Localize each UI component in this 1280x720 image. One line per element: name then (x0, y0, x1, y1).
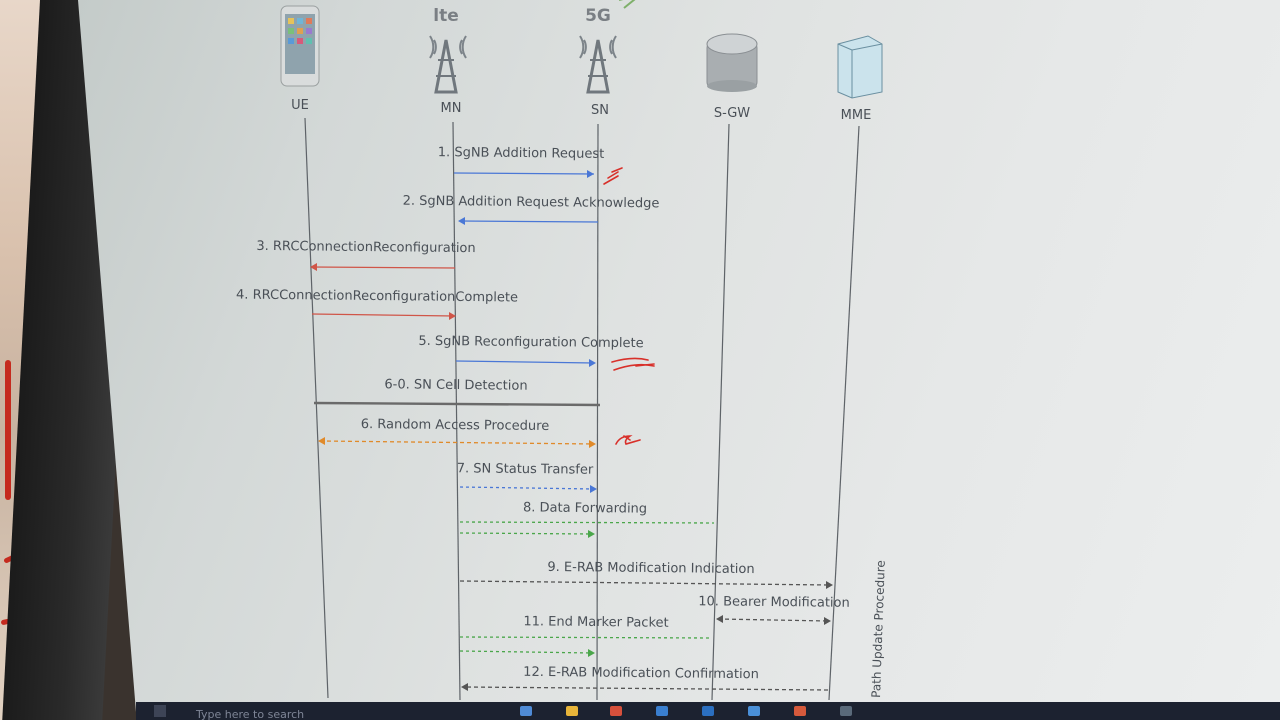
message-arrows (310, 170, 833, 691)
app-icon[interactable] (656, 706, 668, 716)
arrowhead (716, 615, 723, 623)
app-icon[interactable] (794, 706, 806, 716)
handwritten-mark (611, 357, 655, 371)
arrowhead (587, 170, 594, 178)
lifeline-mme (828, 125, 860, 701)
server-icon (837, 35, 883, 99)
arrow-8b (459, 532, 593, 535)
arrow-6 (319, 440, 595, 445)
arrowhead (589, 440, 596, 448)
red-cable (5, 360, 11, 500)
arrowhead (590, 485, 597, 493)
arrow-7 (459, 486, 595, 490)
path-update-label: Path Update Procedure (869, 560, 888, 698)
message-label: 6. Random Access Procedure (361, 417, 550, 434)
arrow-2 (459, 220, 599, 223)
message-label: 4. RRCConnectionReconfigurationComplete (236, 288, 518, 306)
arrowhead (449, 312, 456, 320)
message-label: 5. SgNB Reconfiguration Complete (418, 334, 643, 351)
arrowhead (588, 530, 595, 538)
cell-tower-icon: lte (429, 6, 467, 94)
handwritten-mark (615, 435, 641, 445)
node-label-ue: UE (291, 98, 309, 113)
message-label: 8. Data Forwarding (523, 500, 647, 516)
monitor-screen (78, 0, 1280, 712)
app-icon[interactable] (702, 706, 714, 716)
cell-tower-icon: 5G (579, 0, 636, 94)
arrow-3 (311, 266, 456, 269)
lifelines (304, 117, 860, 701)
message-label: 1. SgNB Addition Request (438, 145, 605, 162)
lifeline-ue (304, 117, 329, 699)
arrow-10 (717, 618, 829, 622)
app-icon[interactable] (840, 706, 852, 716)
arrow-5 (455, 360, 595, 364)
arrow-4 (311, 313, 455, 317)
phone-icon (280, 5, 320, 87)
arrow-6-0 (313, 401, 601, 407)
message-label: 7. SN Status Transfer (457, 461, 594, 477)
lifeline-mn (452, 121, 461, 701)
arrowhead (461, 683, 468, 691)
node-label-sn: SN (591, 103, 609, 118)
taskbar-search[interactable]: Type here to search (196, 708, 305, 720)
arrowhead (824, 617, 831, 625)
arrowhead (588, 649, 595, 657)
windows-taskbar: Type here to search (136, 702, 1280, 720)
message-label: 10. Bearer Modification (698, 594, 850, 611)
arrow-1 (453, 172, 595, 175)
5g-logo: 5G (585, 6, 611, 26)
arrowhead (589, 359, 596, 367)
arrow-11a (459, 636, 713, 639)
node-label-sgw: S-GW (714, 106, 750, 121)
start-icon[interactable] (154, 705, 166, 717)
arrow-11b (459, 650, 593, 654)
folder-icon[interactable] (566, 706, 578, 716)
message-label: 3. RRCConnectionReconfiguration (256, 239, 475, 256)
app-icon[interactable] (520, 706, 532, 716)
message-labels: 1. SgNB Addition Request 2. SgNB Additio… (236, 145, 850, 682)
message-label: 6-0. SN Cell Detection (384, 377, 527, 393)
arrow-12 (463, 686, 829, 691)
lifeline-sn (596, 123, 599, 701)
arrowhead (458, 217, 465, 225)
node-label-mn: MN (441, 101, 462, 116)
arrow-9 (459, 580, 831, 586)
message-label: 12. E-RAB Modification Confirmation (523, 665, 759, 682)
node-label-mme: MME (841, 108, 872, 123)
arrowhead (310, 263, 317, 271)
message-label: 11. End Marker Packet (523, 614, 668, 631)
gateway-icon (706, 33, 758, 92)
browser-icon[interactable] (610, 706, 622, 716)
message-label: 2. SgNB Addition Request Acknowledge (403, 194, 660, 212)
lifeline-sgw (711, 123, 730, 701)
message-label: 9. E-RAB Modification Indication (547, 560, 754, 577)
app-icon[interactable] (748, 706, 760, 716)
arrowhead (826, 581, 833, 589)
arrowhead (318, 437, 325, 445)
handwritten-mark (603, 167, 623, 185)
arrow-8a (459, 521, 715, 524)
lte-logo: lte (433, 6, 458, 26)
